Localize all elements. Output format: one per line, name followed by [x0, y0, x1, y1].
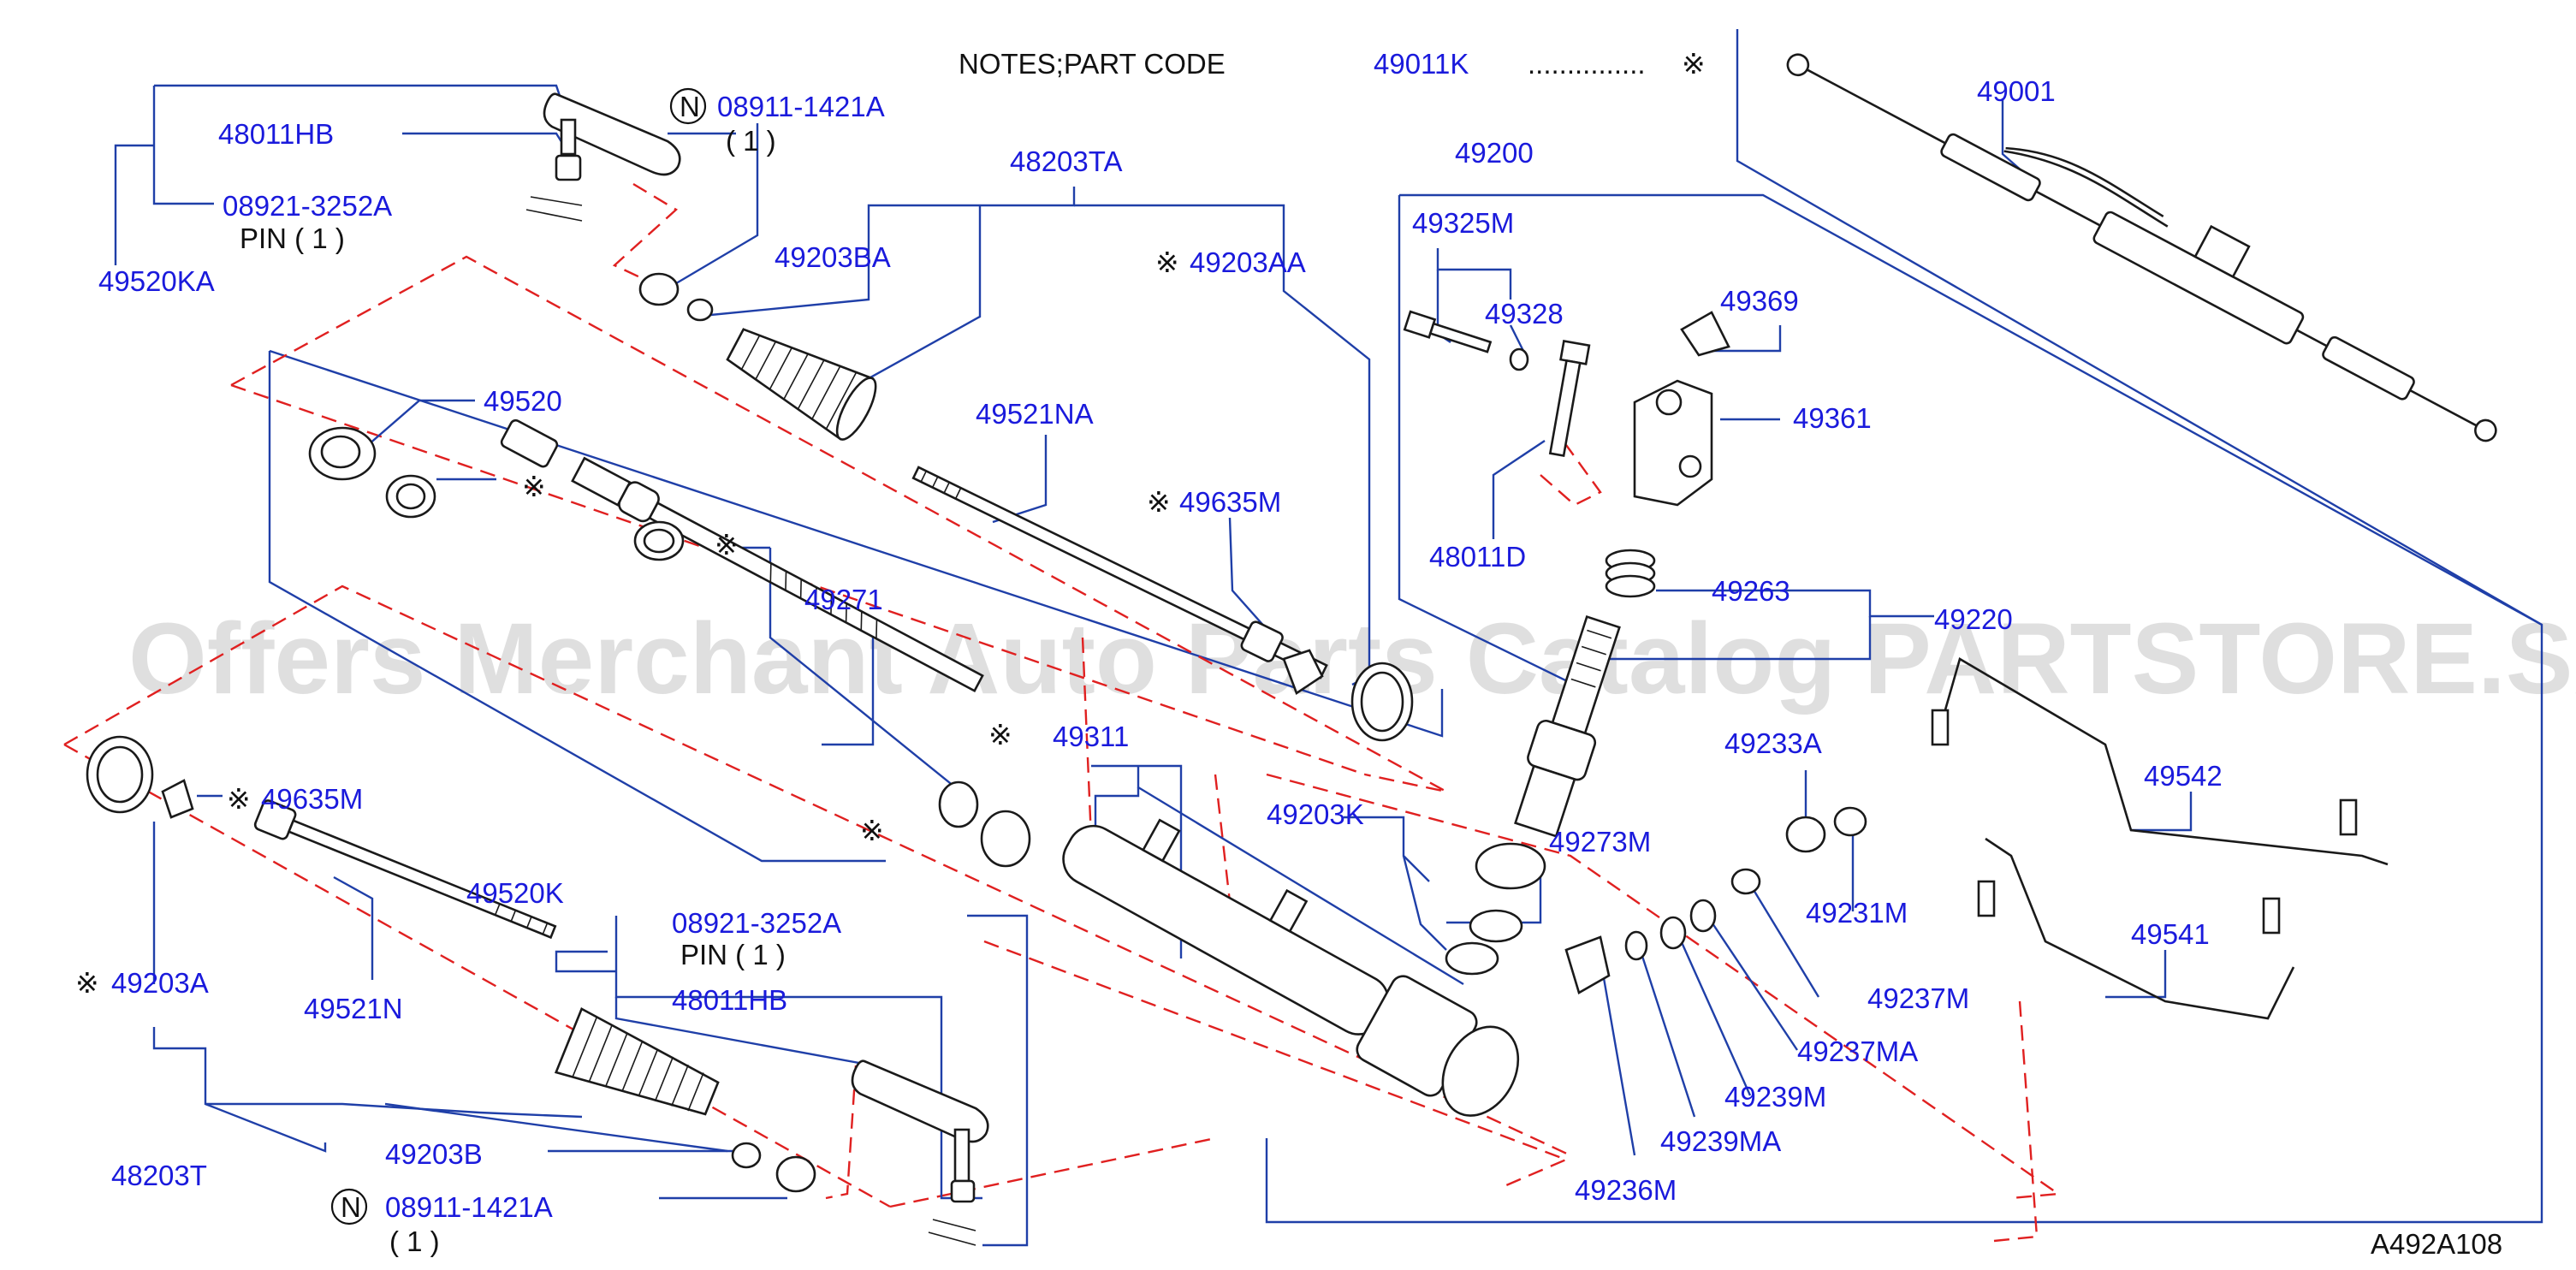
label-49369: 49369: [1720, 285, 1799, 317]
seal-rings: [633, 520, 1031, 868]
ref-mark-49203AA: ※: [1155, 246, 1179, 278]
label-49203B: 49203B: [385, 1138, 483, 1170]
label-49236M: 49236M: [1575, 1174, 1677, 1206]
assembly-outlines: [268, 29, 2543, 1247]
label-49361: 49361: [1793, 402, 1872, 434]
label-49542: 49542: [2144, 760, 2223, 792]
note-part-code: 49011K: [1374, 48, 1469, 80]
label-49520K: 49520K: [466, 877, 564, 909]
label-49325M: 49325M: [1412, 207, 1514, 239]
clamp-49203aa: [1350, 662, 1414, 742]
label-pin-top: PIN ( 1 ): [240, 223, 345, 254]
ref-mark-49203A: ※: [75, 967, 99, 999]
label-pin-bot: PIN ( 1 ): [680, 939, 786, 970]
tie-rod-end-top: [525, 92, 681, 222]
label-49521NA: 49521NA: [976, 398, 1094, 430]
label-49239M: 49239M: [1724, 1081, 1826, 1113]
rack-assembly-49001: [1786, 53, 2497, 442]
n-mark-bot: N: [341, 1191, 361, 1223]
springs-49263: [1605, 549, 1656, 598]
label-08921-3252A-top: 08921-3252A: [223, 190, 392, 222]
label-49220: 49220: [1934, 603, 2013, 635]
seals-49203k: [1445, 842, 1546, 976]
washer-49328: [1509, 347, 1529, 371]
label-49237M: 49237M: [1867, 982, 1969, 1014]
label-49231M: 49231M: [1806, 897, 1908, 929]
ref-mark-seal-3: ※: [860, 815, 884, 846]
ref-mark-49520: ※: [522, 471, 546, 502]
label-48011D: 48011D: [1429, 541, 1526, 573]
bolt-49325m: [1403, 310, 1493, 353]
n-circle-top: [669, 87, 707, 125]
label-49635M-upper: 49635M: [1179, 486, 1281, 518]
label-49203AA: 49203AA: [1190, 246, 1306, 278]
label-49203BA: 49203BA: [775, 241, 891, 273]
label-49237MA: 49237MA: [1797, 1036, 1918, 1067]
label-49273M: 49273M: [1549, 826, 1651, 858]
label-qty-top: ( 1 ): [726, 125, 776, 157]
nut-08911-top: [638, 272, 714, 322]
label-49311: 49311: [1053, 721, 1129, 752]
clip-49635m-upper: [1282, 649, 1324, 695]
label-49521N: 49521N: [304, 993, 403, 1024]
part-labels: N 08911-1421A ( 1 ) 48011HB 08921-3252A …: [75, 75, 2502, 1260]
inner-tie-rod-49521n: [253, 799, 557, 940]
inner-tie-rod-49521na: [911, 466, 1328, 680]
label-49001: 49001: [1977, 75, 2056, 107]
note-dots: ...............: [1528, 48, 1646, 80]
ref-mark-seal: ※: [715, 529, 739, 561]
label-08911-1421A-bot: 08911-1421A: [385, 1191, 553, 1223]
note-prefix: NOTES;PART CODE: [959, 48, 1226, 80]
tie-rod-end-bottom: [851, 1059, 989, 1246]
adjuster-parts: [1564, 806, 1867, 994]
label-48203TA: 48203TA: [1010, 145, 1122, 177]
label-49203K: 49203K: [1267, 798, 1364, 830]
boot-49203ba: [726, 328, 877, 441]
label-49328: 49328: [1485, 298, 1564, 329]
leader-lines: [114, 84, 2193, 1200]
label-qty-bot: ( 1 ): [389, 1225, 440, 1257]
nuts-bottom: [731, 1142, 816, 1193]
label-49263: 49263: [1712, 575, 1790, 607]
n-mark-top: N: [680, 91, 700, 122]
ref-mark-seal-2: ※: [988, 719, 1012, 751]
hydraulic-tubes: [1931, 657, 2389, 1020]
valve-housing-49361: [1633, 379, 1713, 507]
label-49520KA: 49520KA: [98, 265, 215, 297]
plate-49369: [1680, 311, 1730, 357]
gear-housing-49311: [1062, 818, 1520, 1117]
label-48011HB-bot: 48011HB: [672, 984, 787, 1016]
ref-mark-49635M-upper: ※: [1147, 486, 1171, 518]
label-49271: 49271: [804, 584, 883, 615]
clamp-49203a-lower: [86, 735, 194, 819]
figure-code: A492A108: [2371, 1228, 2502, 1260]
label-48203T: 48203T: [111, 1160, 207, 1191]
note-ref-mark: ※: [1682, 48, 1706, 80]
label-49635M-lower: 49635M: [261, 783, 363, 815]
label-48011HB-top: 48011HB: [218, 118, 334, 150]
label-08921-3252A-bot: 08921-3252A: [672, 907, 841, 939]
label-08911-1421A-top: 08911-1421A: [717, 91, 885, 122]
label-49203A: 49203A: [111, 967, 209, 999]
n-circle-bot: [330, 1188, 368, 1225]
label-49520: 49520: [484, 385, 562, 417]
label-49200: 49200: [1455, 137, 1534, 169]
pinion-49220: [1514, 615, 1621, 838]
label-49233A: 49233A: [1724, 727, 1822, 759]
bushing-49520: [308, 426, 436, 519]
label-49541: 49541: [2131, 918, 2210, 950]
label-49239MA: 49239MA: [1660, 1125, 1781, 1157]
part-code-note: NOTES;PART CODE 49011K ............... ※: [959, 48, 1706, 80]
bolt-48011d: [1548, 339, 1591, 457]
rack-49271: [500, 418, 984, 692]
ref-mark-49635M-lower: ※: [227, 783, 251, 815]
boot-49203b: [554, 1007, 720, 1116]
